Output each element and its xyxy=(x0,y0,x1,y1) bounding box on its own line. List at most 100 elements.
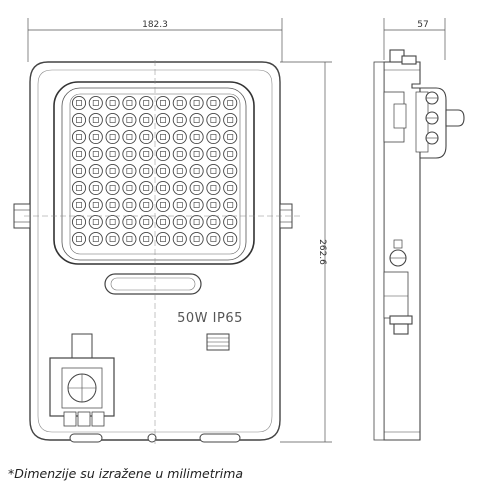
led-lens xyxy=(71,95,87,111)
side-depth-dimension xyxy=(383,18,446,60)
led-lens xyxy=(155,112,171,128)
led-lens xyxy=(122,163,137,179)
led-lens xyxy=(122,231,137,247)
front-view: 50W IP65 xyxy=(13,61,293,443)
led-lens xyxy=(71,231,87,247)
led-lens xyxy=(189,146,204,162)
led-lens xyxy=(122,95,137,111)
led-lens xyxy=(206,180,221,196)
led-lens xyxy=(189,180,204,196)
led-lens xyxy=(172,231,187,247)
led-lens xyxy=(105,129,120,145)
led-lens xyxy=(223,231,238,247)
led-lens xyxy=(223,214,238,230)
led-lens xyxy=(189,112,204,128)
led-lens xyxy=(223,180,238,196)
front-width-value: 182.3 xyxy=(142,20,168,30)
led-lens xyxy=(206,112,221,128)
led-lens xyxy=(105,197,120,213)
led-lens xyxy=(122,112,137,128)
led-lens xyxy=(155,231,171,247)
led-lens xyxy=(172,95,187,111)
led-lens xyxy=(172,214,187,230)
led-lens xyxy=(71,180,87,196)
led-lens xyxy=(88,197,103,213)
led-lens xyxy=(223,146,238,162)
led-lens xyxy=(88,231,103,247)
led-lens xyxy=(105,214,120,230)
led-lens xyxy=(172,129,187,145)
led-lens xyxy=(189,231,204,247)
led-lens xyxy=(122,129,137,145)
led-lens xyxy=(155,214,171,230)
led-lens xyxy=(155,129,171,145)
led-lens xyxy=(122,180,137,196)
led-lens xyxy=(189,214,204,230)
led-lens xyxy=(206,146,221,162)
led-lens xyxy=(223,95,238,111)
led-lens xyxy=(139,214,154,230)
led-lens xyxy=(172,197,187,213)
led-lens xyxy=(206,231,221,247)
units-footnote: *Dimenzije su izražene u milimetrima xyxy=(8,466,244,481)
led-lens xyxy=(155,95,171,111)
led-lens xyxy=(155,146,171,162)
led-lens xyxy=(223,163,238,179)
led-lens xyxy=(105,231,120,247)
led-lens xyxy=(139,231,154,247)
led-lens xyxy=(172,146,187,162)
led-lens xyxy=(88,95,103,111)
led-lens xyxy=(88,112,103,128)
led-lens xyxy=(155,163,171,179)
led-lens xyxy=(223,129,238,145)
led-lens xyxy=(105,95,120,111)
led-lens xyxy=(122,197,137,213)
led-lens xyxy=(223,197,238,213)
led-lens xyxy=(88,163,103,179)
led-lens xyxy=(139,146,154,162)
led-lens xyxy=(105,146,120,162)
led-lens xyxy=(105,163,120,179)
led-lens xyxy=(88,129,103,145)
height-dimension xyxy=(280,61,332,443)
led-lens xyxy=(139,197,154,213)
center-lines xyxy=(24,60,300,446)
led-lens xyxy=(71,129,87,145)
led-lens xyxy=(155,197,171,213)
led-lens xyxy=(71,214,87,230)
led-lens xyxy=(88,180,103,196)
led-lens xyxy=(71,163,87,179)
height-value: 262.6 xyxy=(317,239,327,265)
led-lens xyxy=(71,112,87,128)
led-lens xyxy=(189,197,204,213)
led-lens xyxy=(139,95,154,111)
led-lens xyxy=(71,197,87,213)
side-depth-value: 57 xyxy=(417,20,428,30)
product-label: 50W IP65 xyxy=(177,311,243,326)
led-lens xyxy=(206,214,221,230)
led-lens xyxy=(88,214,103,230)
led-lens xyxy=(172,112,187,128)
led-lens xyxy=(71,146,87,162)
led-lens xyxy=(139,180,154,196)
led-lens xyxy=(223,112,238,128)
led-lens xyxy=(105,112,120,128)
led-lens xyxy=(139,129,154,145)
led-lens xyxy=(155,180,171,196)
led-lens xyxy=(172,163,187,179)
led-lens xyxy=(139,163,154,179)
led-lens xyxy=(172,180,187,196)
led-lens xyxy=(122,146,137,162)
led-grid xyxy=(71,95,238,247)
led-lens xyxy=(206,129,221,145)
front-width-dimension xyxy=(27,18,283,62)
led-lens xyxy=(105,180,120,196)
led-lens xyxy=(206,197,221,213)
led-lens xyxy=(189,163,204,179)
led-lens xyxy=(189,95,204,111)
led-lens xyxy=(206,163,221,179)
led-lens xyxy=(122,214,137,230)
led-lens xyxy=(88,146,103,162)
led-lens xyxy=(189,129,204,145)
